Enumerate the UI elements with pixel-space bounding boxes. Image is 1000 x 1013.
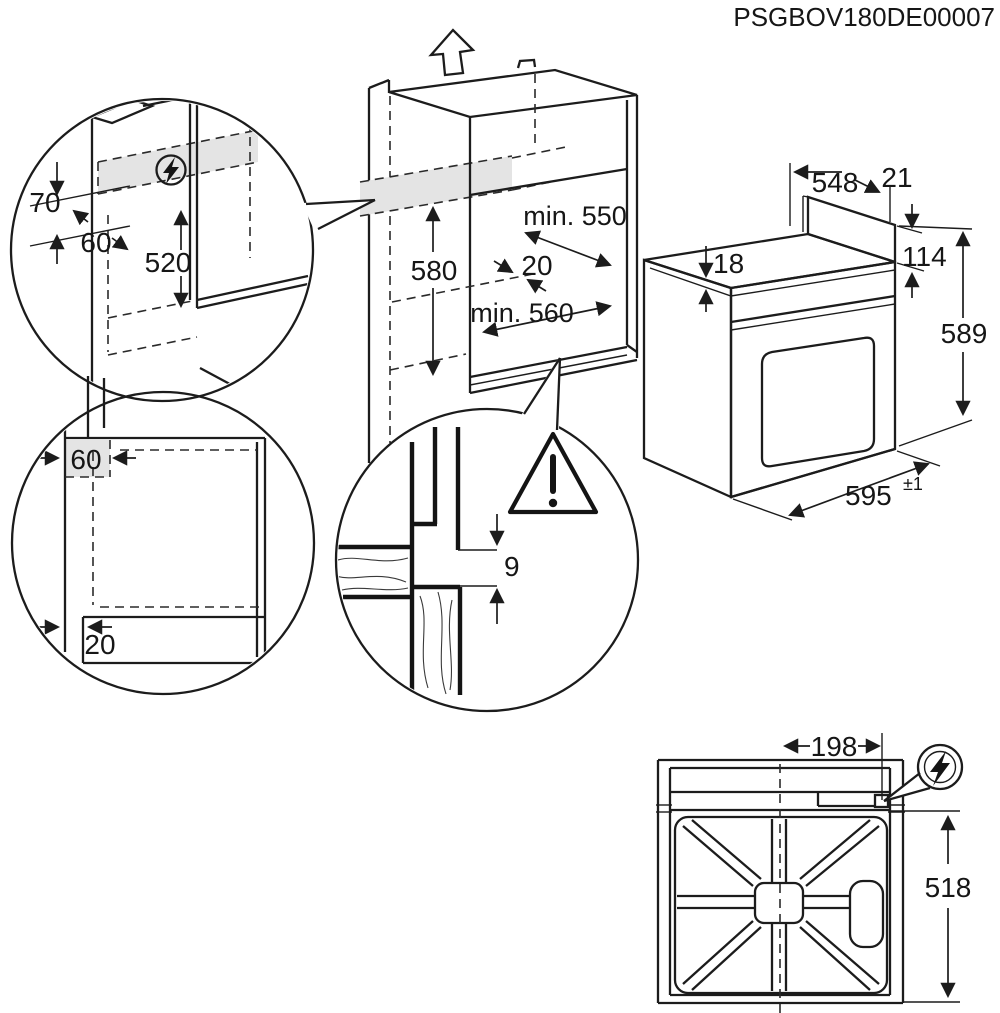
power-connection-icon [155,154,187,186]
dim-580: 580 [411,255,458,286]
connection-area-shade [360,156,512,216]
cabinet-niche-view: 580 min. 550 20 min. 560 [359,28,639,463]
dim-60-plan: 60 [70,444,101,475]
dim-595-tolerance: ±1 [903,474,923,494]
dim-520: 520 [145,247,192,278]
dim-min-560: min. 560 [470,298,574,328]
detail-circle-gap: 9 [334,356,640,713]
power-connection-icon-back [916,743,964,791]
drawing-code: PSGBOV180DE00007 [733,2,995,32]
dim-518: 518 [925,872,972,903]
dim-60-top: 60 [80,227,111,258]
oven-isometric-view: 18 548 21 114 589 595 ±1 [642,162,988,521]
oven-door-window [760,336,876,468]
dim-21: 21 [881,162,912,193]
dim-min-550: min. 550 [523,201,627,231]
detail-circle-connection-space: 70 60 520 [9,97,376,403]
oven-back-view: 198 518 [656,731,971,1013]
dim-20-depth: 20 [521,250,552,281]
dim-9: 9 [504,551,520,582]
lightning-bolt-icon [163,157,179,184]
plan-corner-shade [65,440,110,477]
dim-70: 70 [29,187,60,218]
dim-589: 589 [941,318,988,349]
connection-strip-shade [98,130,258,194]
lightning-bolt-icon-back [930,751,950,786]
up-arrow-icon [428,28,476,77]
detail-circle-plan-view: 60 20 [10,390,316,696]
exclamation-dot [548,498,558,508]
dim-20-plan: 20 [84,629,115,660]
dim-595: 595 [845,480,892,511]
dim-18: 18 [713,248,744,279]
dim-114: 114 [902,241,947,272]
dim-548: 548 [812,167,859,198]
dim-198: 198 [811,731,858,762]
